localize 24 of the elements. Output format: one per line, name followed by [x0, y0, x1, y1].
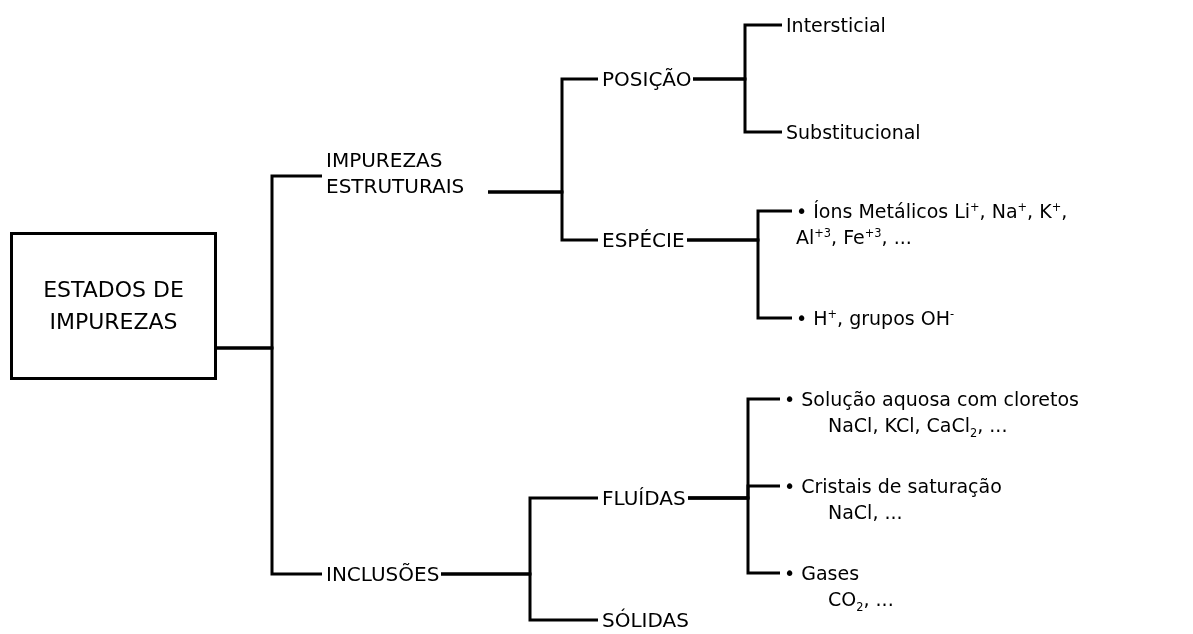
bracket-connector: [687, 238, 792, 320]
item-label: NaCl, ...: [827, 500, 904, 525]
category-label: SÓLIDAS: [602, 607, 689, 633]
bracket-connector: [441, 572, 598, 622]
item-label: • Íons Metálicos Li$^{+}$, Na$^{+}$, K$^{+}$, Al$^{+3}$, Fe$^{+3}$, ...: [796, 198, 1069, 250]
item-label: Intersticial: [786, 13, 886, 38]
root-label: ESTADOS DE IMPUREZAS: [42, 276, 185, 336]
item-label: • Gases: [784, 561, 861, 586]
category-label: IMPUREZAS ESTRUTURAIS: [326, 147, 466, 199]
category-label: INCLUSÕES: [326, 561, 440, 587]
category-label: POSIÇÃO: [602, 66, 692, 92]
item-label: • H$^{+}$, grupos OH$^{-}$: [796, 305, 955, 331]
item-label: NaCl, KCl, CaCl$_{2}$, ...: [827, 413, 1009, 438]
root-box: [10, 232, 217, 380]
bracket-connector: [688, 496, 780, 575]
category-label: ESPÉCIE: [602, 227, 685, 253]
bracket-connector: [693, 77, 782, 134]
item-label: Substitucional: [786, 120, 921, 145]
bracket-connector: [215, 346, 322, 576]
item-label: • Cristais de saturação: [784, 474, 1002, 499]
item-label: • Solução aquosa com cloretos: [784, 387, 1079, 412]
bracket-connector: [488, 190, 598, 242]
item-label: CO$_{2}$, ...: [827, 587, 894, 612]
category-label: FLUÍDAS: [602, 485, 686, 511]
